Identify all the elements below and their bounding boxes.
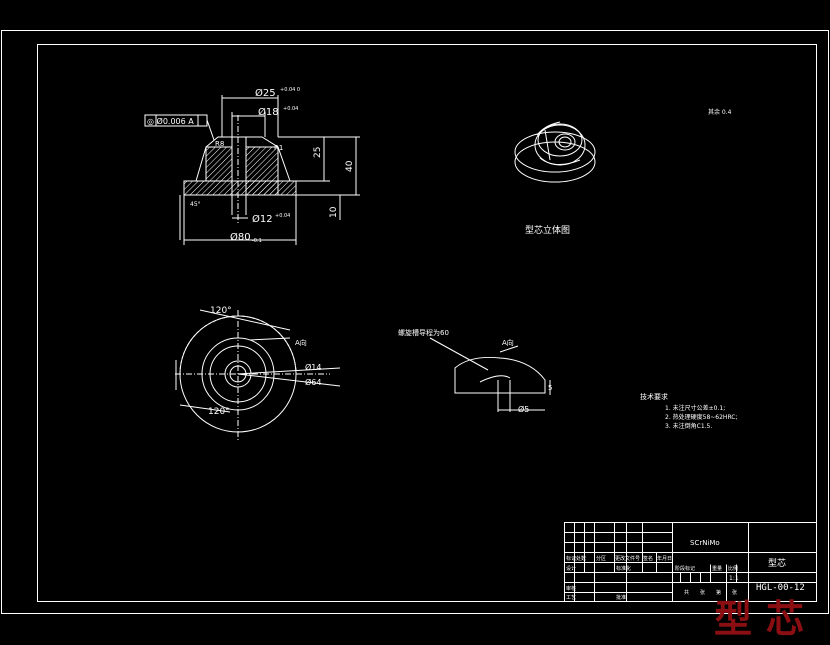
dim-h25: 25 [313,147,323,158]
isometric-view [514,121,596,183]
tb-page: 第 [716,589,721,596]
roughness-note: 其余 0.4 [708,108,732,116]
tb-review: 审核 [566,585,576,592]
top-a-label: A向 [295,338,307,347]
tb-stage: 阶段标记 [675,565,695,572]
tb-approve: 批准 [616,594,626,601]
material-label: SCrNiMo [690,539,720,547]
dim-d18-tol: +0.04 [283,106,298,112]
tb-label-zone: 分区 [596,555,606,562]
dim-d64: Ø64 [305,377,321,387]
dim-d14: Ø14 [305,362,321,372]
dim-d80: Ø80 [230,231,251,243]
dim-h10: 10 [329,206,339,218]
tb-label-mark: 标记 [566,555,576,562]
detail-view [429,337,551,412]
drawing-number: HGL-00-12 [756,583,805,593]
tb-label-date: 年月日 [657,555,672,562]
dim-d5: Ø5 [518,404,529,414]
tb-label-change: 更改文件号 [615,555,640,562]
dim-angle: 45° [190,201,201,208]
tech-title: 技术要求 [640,392,668,401]
dim-d12: Ø12 [252,213,273,225]
tb-sheets-a: 张 [700,589,705,596]
tb-design: 设计 [566,565,576,572]
tech-item-2: 2. 热处理硬度58~62HRC; [665,413,738,421]
dim-d12-tol: +0.04 [275,213,290,219]
watermark-text: 型芯 [714,596,818,641]
title-block [564,522,817,602]
angle-120-top: 120° [210,306,232,316]
part-name: 型芯 [768,557,786,569]
tb-label-sign: 签名 [643,555,653,562]
dim-r8: R8 [215,140,224,148]
angle-120-bottom: 120° [208,407,230,417]
dim-d80-tol: -0.1 [252,238,262,244]
inner-border [37,44,817,602]
tb-weight: 重量 [712,565,722,572]
dim-d25: Ø25 [255,87,276,99]
outer-border [1,30,829,614]
tb-label-count: 处数 [576,555,586,562]
dim-w5: 5 [548,384,552,392]
dim-d25-tol: +0.04 0 [280,87,300,93]
tb-ratio: 比例 [728,565,738,572]
tech-item-3: 3. 未注倒角C1.5. [665,422,712,430]
dim-h40: 40 [345,160,355,172]
top-view [175,309,341,440]
detail-caption: 螺旋槽导程为60 [398,328,449,337]
tb-total: 共 [684,589,689,596]
tb-standard: 标准化 [616,565,631,572]
tb-scale: 1:1 [729,575,739,582]
tb-sheets-b: 张 [732,589,737,596]
iso-caption: 型芯立体图 [525,224,570,236]
dim-d18: Ø18 [258,106,279,118]
tb-process: 工艺 [566,595,576,601]
detail-a-label: A向 [502,338,514,347]
dim-r1: R1 [274,144,283,152]
geo-tolerance: ◎ Ø0.006 A [147,116,194,126]
front-section-view [144,95,360,245]
tech-item-1: 1. 未注尺寸公差±0.1; [665,404,725,412]
